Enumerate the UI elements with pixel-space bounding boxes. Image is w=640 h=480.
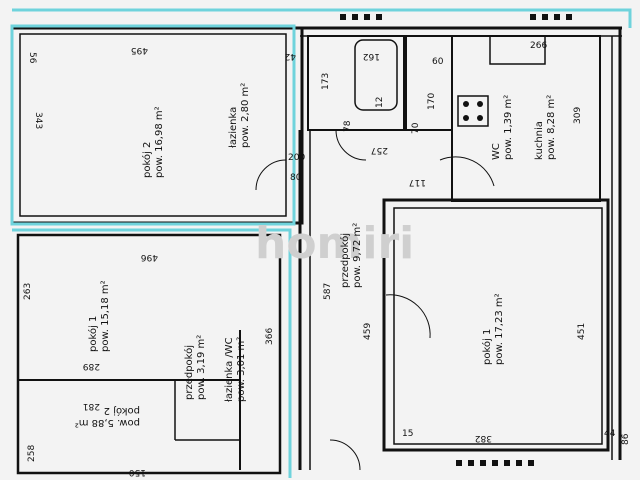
room-lazienka-wc-left: łazienka /WC pow. 3,01 m²: [224, 337, 247, 402]
svg-text:173: 173: [321, 73, 331, 90]
svg-text:56: 56: [27, 52, 37, 64]
room-pokoj1-left: pokój 1 pow. 15,18 m²: [87, 280, 111, 352]
svg-text:42: 42: [285, 51, 296, 61]
svg-text:495: 495: [131, 45, 148, 55]
svg-text:343: 343: [33, 112, 43, 129]
svg-text:pow. 1,39 m²: pow. 1,39 m²: [503, 95, 514, 160]
room-wc: WC pow. 1,39 m²: [491, 95, 514, 160]
svg-text:150: 150: [129, 467, 146, 477]
svg-text:łazienka: łazienka: [228, 107, 239, 148]
radiator-bottom: [456, 460, 534, 466]
svg-text:WC: WC: [491, 143, 502, 160]
svg-text:pokój 2: pokój 2: [141, 142, 153, 178]
svg-text:pow. 5,88 m²: pow. 5,88 m²: [75, 417, 140, 428]
svg-text:pow. 3,01 m²: pow. 3,01 m²: [236, 337, 247, 402]
svg-text:pow. 3,19 m²: pow. 3,19 m²: [196, 335, 207, 400]
svg-text:44: 44: [604, 429, 616, 439]
svg-text:366: 366: [265, 328, 275, 345]
svg-text:pokój 1: pokój 1: [481, 329, 493, 365]
svg-text:kuchnia: kuchnia: [534, 121, 545, 160]
svg-text:pow. 16,98 m²: pow. 16,98 m²: [154, 106, 165, 178]
svg-text:przedpokój: przedpokój: [183, 345, 195, 400]
stove-icon: [463, 101, 483, 121]
svg-text:281: 281: [83, 401, 100, 411]
svg-text:pokój 1: pokój 1: [87, 316, 99, 352]
svg-text:117: 117: [409, 177, 426, 187]
room-pokoj2-top: pokój 2 pow. 16,98 m²: [141, 106, 165, 178]
radiator-top: [340, 14, 572, 20]
room-kuchnia: kuchnia pow. 8,28 m²: [534, 95, 557, 160]
svg-text:pow. 17,23 m²: pow. 17,23 m²: [494, 293, 505, 365]
svg-text:pokój 2: pokój 2: [104, 405, 140, 417]
svg-text:266: 266: [530, 41, 547, 51]
svg-text:80: 80: [290, 173, 302, 183]
svg-text:258: 258: [27, 445, 37, 462]
room-pokoj1-right: pokój 1 pow. 17,23 m²: [481, 293, 505, 365]
svg-text:309: 309: [573, 107, 583, 124]
svg-text:451: 451: [577, 323, 587, 340]
walls: [10, 26, 622, 475]
room-przedpokoj-mid: przedpokój pow. 9,72 m²: [339, 223, 363, 288]
room-lazienka-top: łazienka pow. 2,80 m²: [228, 83, 251, 148]
highlight-outline: [10, 8, 632, 478]
svg-text:pow. 15,18 m²: pow. 15,18 m²: [100, 280, 111, 352]
room-pokoj2-bottom: pow. 5,88 m² pokój 2: [75, 405, 140, 428]
svg-text:496: 496: [141, 252, 158, 262]
svg-text:pow. 8,28 m²: pow. 8,28 m²: [546, 95, 557, 160]
svg-text:170: 170: [427, 93, 437, 110]
svg-text:382: 382: [475, 433, 492, 443]
svg-text:162: 162: [363, 51, 380, 61]
svg-text:pow. 9,72 m²: pow. 9,72 m²: [352, 223, 363, 288]
svg-text:12: 12: [375, 97, 385, 108]
svg-text:200: 200: [288, 153, 305, 163]
svg-text:86: 86: [621, 433, 631, 445]
svg-text:pow. 2,80 m²: pow. 2,80 m²: [240, 83, 251, 148]
svg-text:70: 70: [411, 122, 421, 134]
svg-text:289: 289: [83, 361, 100, 371]
watermark: homiri: [255, 218, 414, 269]
svg-text:60: 60: [432, 57, 444, 67]
dimensions: 495 56 343 42 162 173 12 60 78 70 170 26…: [23, 41, 631, 477]
svg-text:263: 263: [23, 283, 33, 300]
svg-text:78: 78: [343, 120, 353, 132]
svg-text:459: 459: [363, 323, 373, 340]
room-przedpokoj-left: przedpokój pow. 3,19 m²: [183, 335, 207, 400]
svg-text:15: 15: [402, 429, 413, 439]
svg-text:587: 587: [323, 283, 333, 300]
svg-text:przedpokój: przedpokój: [339, 233, 351, 288]
svg-text:łazienka /WC: łazienka /WC: [224, 337, 235, 402]
svg-text:257: 257: [371, 145, 388, 155]
